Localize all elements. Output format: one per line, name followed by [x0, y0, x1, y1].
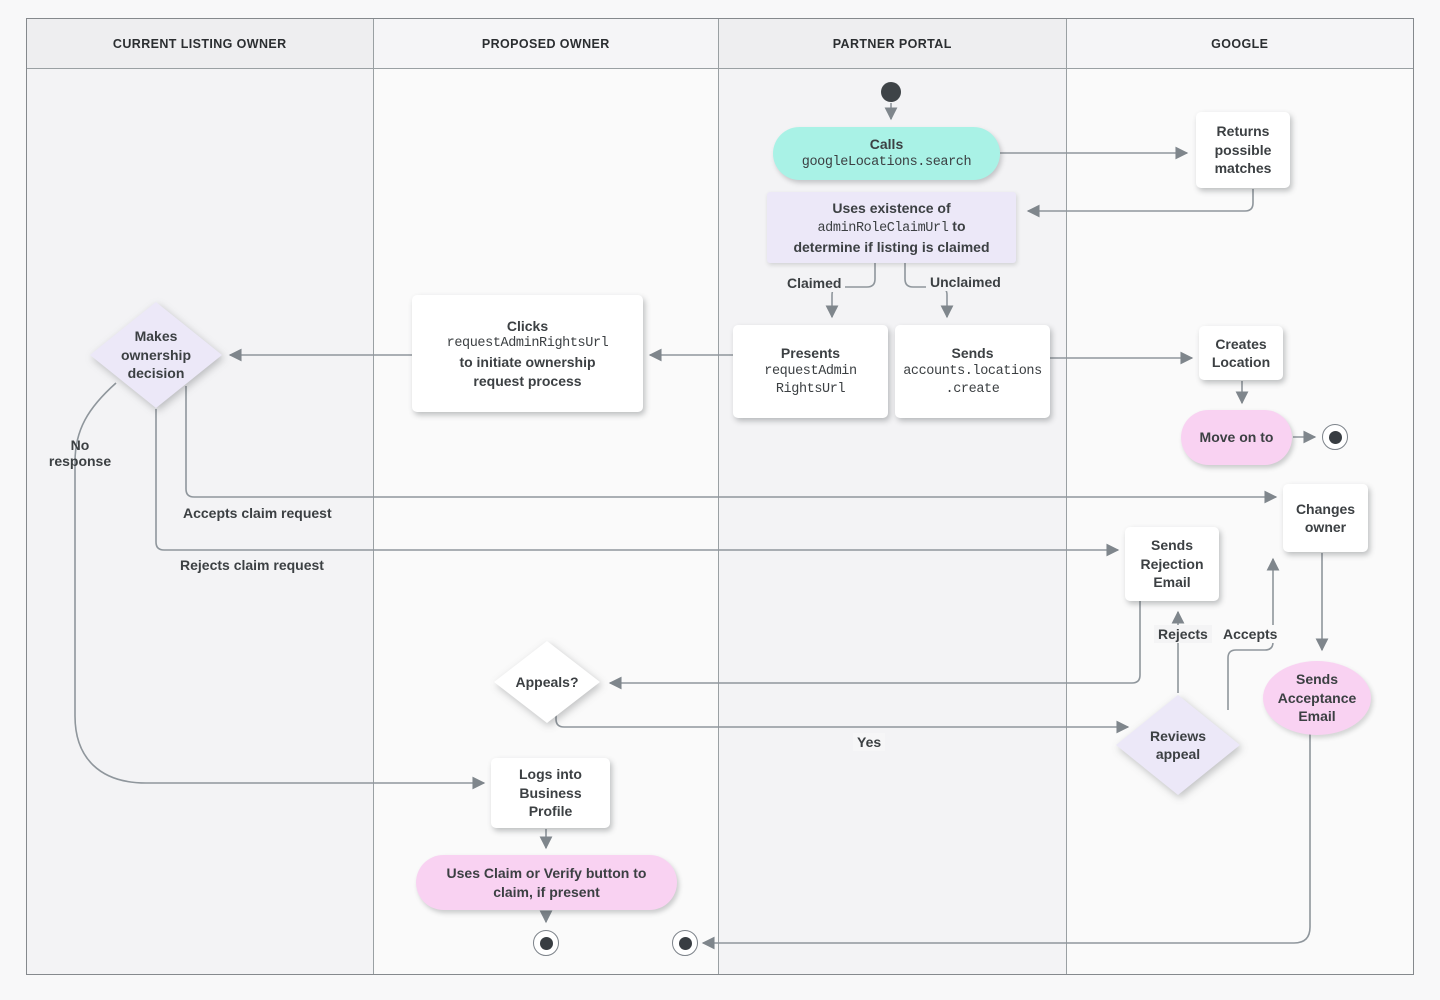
label-unclaimed: Unclaimed [926, 273, 1005, 291]
start-node [881, 82, 901, 102]
node-title: Clicks [506, 317, 549, 334]
end-node-dot [539, 936, 553, 950]
label-no-response: No response [48, 437, 112, 469]
node-uses-claim-or-verify: Uses Claim or Verify button to claim, if… [416, 855, 677, 910]
node-code: googleLocations.search [801, 154, 972, 170]
node-returns-possible-matches: Returns possible matches [1196, 112, 1290, 188]
node-calls-googlelocations-search: Calls googleLocations.search [773, 127, 1000, 180]
node-text: Creates Location [1211, 335, 1271, 370]
node-code: RightsUrl [775, 381, 846, 397]
node-appeals: Appeals? [494, 641, 600, 723]
node-text: Sends Acceptance Email [1277, 671, 1357, 725]
node-uses-existence: Uses existence of adminRoleClaimUrl to d… [767, 192, 1016, 263]
lane-title: PROPOSED OWNER [481, 36, 610, 51]
end-node-move-on [1322, 424, 1348, 450]
node-line: adminRoleClaimUrl to [817, 217, 965, 238]
end-node-acceptance [672, 930, 698, 956]
lane-title: CURRENT LISTING OWNER [112, 36, 287, 51]
node-clicks-requestadminrightsurl: Clicks requestAdminRightsUrl to initiate… [412, 295, 643, 412]
label-accepts: Accepts [1219, 625, 1282, 643]
node-line: determine if listing is claimed [793, 238, 990, 255]
node-creates-location: Creates Location [1199, 326, 1283, 380]
node-code: requestAdmin [764, 363, 857, 379]
node-text: Makes ownership decision [120, 328, 191, 382]
node-text: Reviews appeal [1149, 727, 1207, 762]
label-accepts-claim-request: Accepts claim request [183, 505, 332, 521]
node-reviews-appeal: Reviews appeal [1116, 695, 1240, 795]
label-rejects-claim-request: Rejects claim request [180, 557, 324, 573]
lane-title: PARTNER PORTAL [832, 36, 952, 51]
label-yes: Yes [853, 733, 886, 751]
lane-header: PROPOSED OWNER [373, 19, 718, 69]
lane-current-listing-owner: CURRENT LISTING OWNER [27, 19, 374, 974]
node-sends-accounts-locations-create: Sends accounts.locations .create [895, 325, 1050, 418]
lane-header: GOOGLE [1066, 19, 1413, 69]
reviews-diamond-shape: Reviews appeal [1116, 695, 1240, 795]
end-node-dot [678, 936, 692, 950]
node-code: accounts.locations [903, 363, 1042, 379]
label-rejects: Rejects [1154, 625, 1212, 643]
node-sends-rejection-email: Sends Rejection Email [1125, 527, 1219, 601]
appeals-diamond-shape: Appeals? [494, 641, 600, 723]
node-logs-into-business-profile: Logs into Business Profile [491, 758, 610, 828]
node-line-suffix: to [948, 218, 966, 235]
node-title: Sends [951, 345, 994, 362]
node-changes-owner: Changes owner [1283, 484, 1368, 552]
lane-header: CURRENT LISTING OWNER [27, 19, 373, 69]
node-code: .create [945, 381, 1000, 397]
end-node-dot [1328, 430, 1342, 444]
node-text: Logs into Business Profile [519, 766, 582, 820]
node-code: adminRoleClaimUrl [817, 221, 949, 237]
lane-header: PARTNER PORTAL [719, 19, 1066, 69]
decision-diamond-shape: Makes ownership decision [90, 302, 222, 408]
node-presents-requestadminrightsurl: Presents requestAdmin RightsUrl [733, 325, 888, 418]
node-title: Presents [780, 345, 841, 362]
node-line: request process [473, 372, 582, 389]
node-text: Uses Claim or Verify button to claim, if… [446, 865, 647, 900]
lane-title: GOOGLE [1211, 36, 1269, 51]
node-title: Calls [869, 136, 904, 153]
label-claimed: Claimed [783, 274, 846, 292]
node-code: requestAdminRightsUrl [446, 336, 609, 352]
node-text: Sends Rejection Email [1140, 537, 1204, 591]
node-move-on-to: Move on to [1181, 410, 1292, 465]
node-text: Move on to [1199, 429, 1274, 446]
node-text: Appeals? [515, 673, 579, 690]
node-makes-ownership-decision: Makes ownership decision [90, 302, 222, 408]
end-node-claim [533, 930, 559, 956]
node-line: Uses existence of [832, 199, 951, 216]
node-line: to initiate ownership [459, 354, 596, 371]
node-text: Changes owner [1295, 500, 1356, 535]
node-text: Returns possible matches [1214, 123, 1272, 177]
lane-proposed-owner: PROPOSED OWNER [373, 19, 719, 974]
node-sends-acceptance-email: Sends Acceptance Email [1263, 661, 1371, 735]
